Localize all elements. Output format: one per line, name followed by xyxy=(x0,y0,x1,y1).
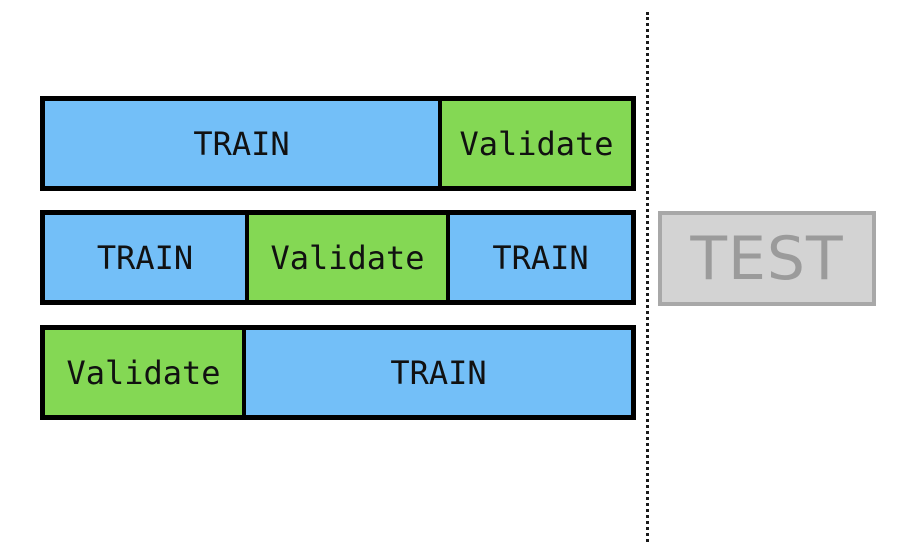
fold-row-2: TRAIN Validate TRAIN xyxy=(40,210,636,305)
train-segment: TRAIN xyxy=(446,215,631,300)
validate-segment: Validate xyxy=(45,330,242,415)
fold-row-3: Validate TRAIN xyxy=(40,325,636,420)
test-box: TEST xyxy=(658,211,876,306)
validate-segment: Validate xyxy=(438,101,631,186)
validate-segment: Validate xyxy=(245,215,446,300)
fold-row-1: TRAIN Validate xyxy=(40,96,636,191)
dotted-divider xyxy=(646,12,649,542)
train-segment: TRAIN xyxy=(45,101,438,186)
train-segment: TRAIN xyxy=(45,215,245,300)
train-segment: TRAIN xyxy=(242,330,631,415)
